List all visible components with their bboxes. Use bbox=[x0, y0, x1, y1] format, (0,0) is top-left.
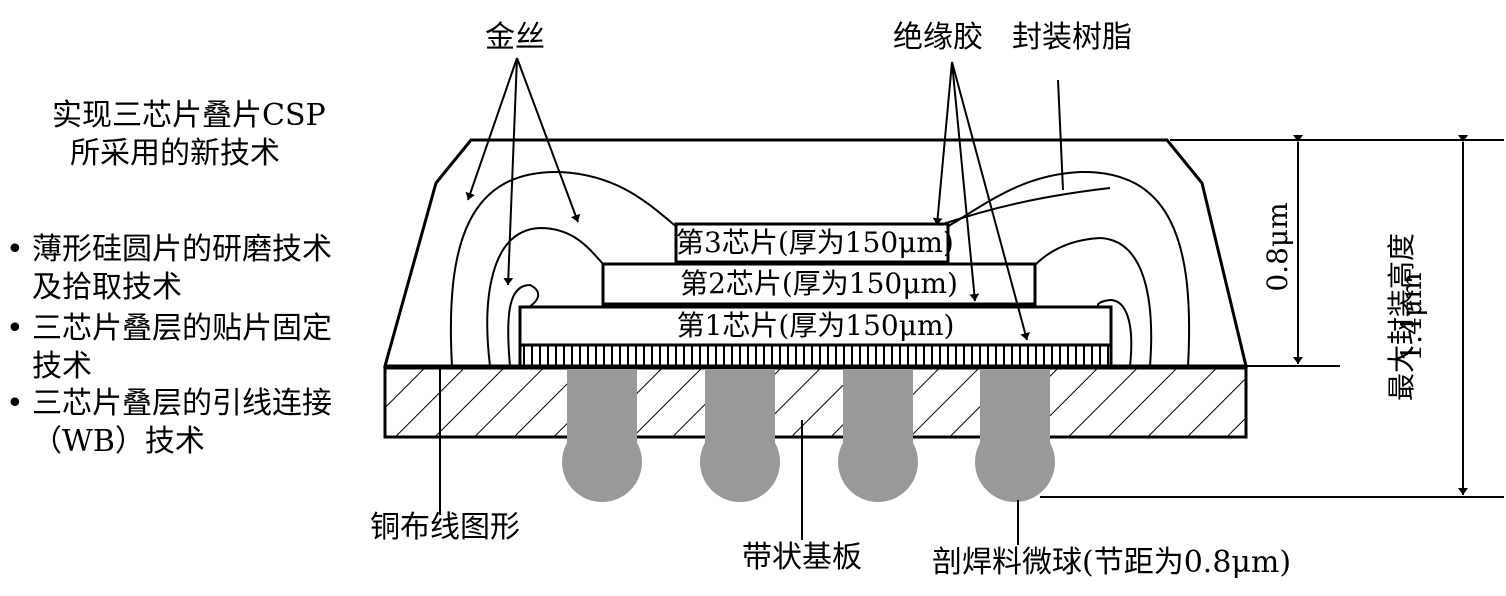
max-height-value: 1.4μm bbox=[1395, 272, 1428, 362]
solder-ball bbox=[975, 369, 1055, 502]
solder-ball bbox=[700, 369, 780, 502]
chip-3-label: 第3芯片(厚为150μm) bbox=[676, 226, 954, 259]
encapsulation-resin-label: 封装树脂 bbox=[1012, 20, 1132, 55]
gold-wire-left-inner bbox=[507, 283, 540, 367]
bullet-item-1: 薄形硅圆片的研磨技术及拾取技术 bbox=[6, 231, 353, 307]
solder-ball-label: 剖焊料微球(节距为0.8μm) bbox=[932, 545, 1292, 580]
inner-height-label: 0.8μm bbox=[1261, 202, 1294, 292]
dimension-lines bbox=[1040, 135, 1504, 498]
chip-2-label: 第2芯片(厚为150μm) bbox=[680, 267, 958, 300]
bullet-text-2: 三芯片叠层的贴片固定技术 bbox=[32, 311, 332, 384]
gold-wire-left-mid bbox=[486, 226, 605, 367]
chip-2-body bbox=[601, 262, 1037, 306]
title-line-2: 所采用的新技术 bbox=[70, 136, 280, 171]
gold-wire-label: 金丝 bbox=[485, 20, 545, 55]
solder-balls bbox=[562, 369, 1055, 502]
solder-ball bbox=[562, 369, 642, 502]
bullet-text-1: 薄形硅圆片的研磨技术及拾取技术 bbox=[32, 232, 332, 305]
chip-1-label: 第1芯片(厚为150μm) bbox=[676, 309, 955, 342]
chip1-bump-layer bbox=[518, 343, 1113, 368]
bullet-item-3: 三芯片叠层的引线连接（WB）技术 bbox=[6, 385, 353, 461]
gold-wire-left-outer bbox=[449, 170, 679, 367]
tape-substrate-label: 带状基板 bbox=[742, 540, 862, 575]
title-line-1: 实现三芯片叠片CSP bbox=[52, 98, 326, 133]
solder-ball bbox=[838, 369, 918, 502]
bullet-text-3: 三芯片叠层的引线连接（WB）技术 bbox=[32, 386, 332, 459]
chip-3-body bbox=[674, 222, 950, 264]
tape-substrate bbox=[383, 365, 1248, 439]
bullet-item-2: 三芯片叠层的贴片固定技术 bbox=[6, 310, 353, 386]
chip-1-body bbox=[518, 305, 1113, 347]
gold-wire-right-mid bbox=[1034, 236, 1153, 367]
insulating-glue-label: 绝缘胶 bbox=[893, 20, 983, 55]
leader-lines bbox=[439, 57, 1111, 545]
copper-wiring-label: 铜布线图形 bbox=[370, 510, 520, 545]
